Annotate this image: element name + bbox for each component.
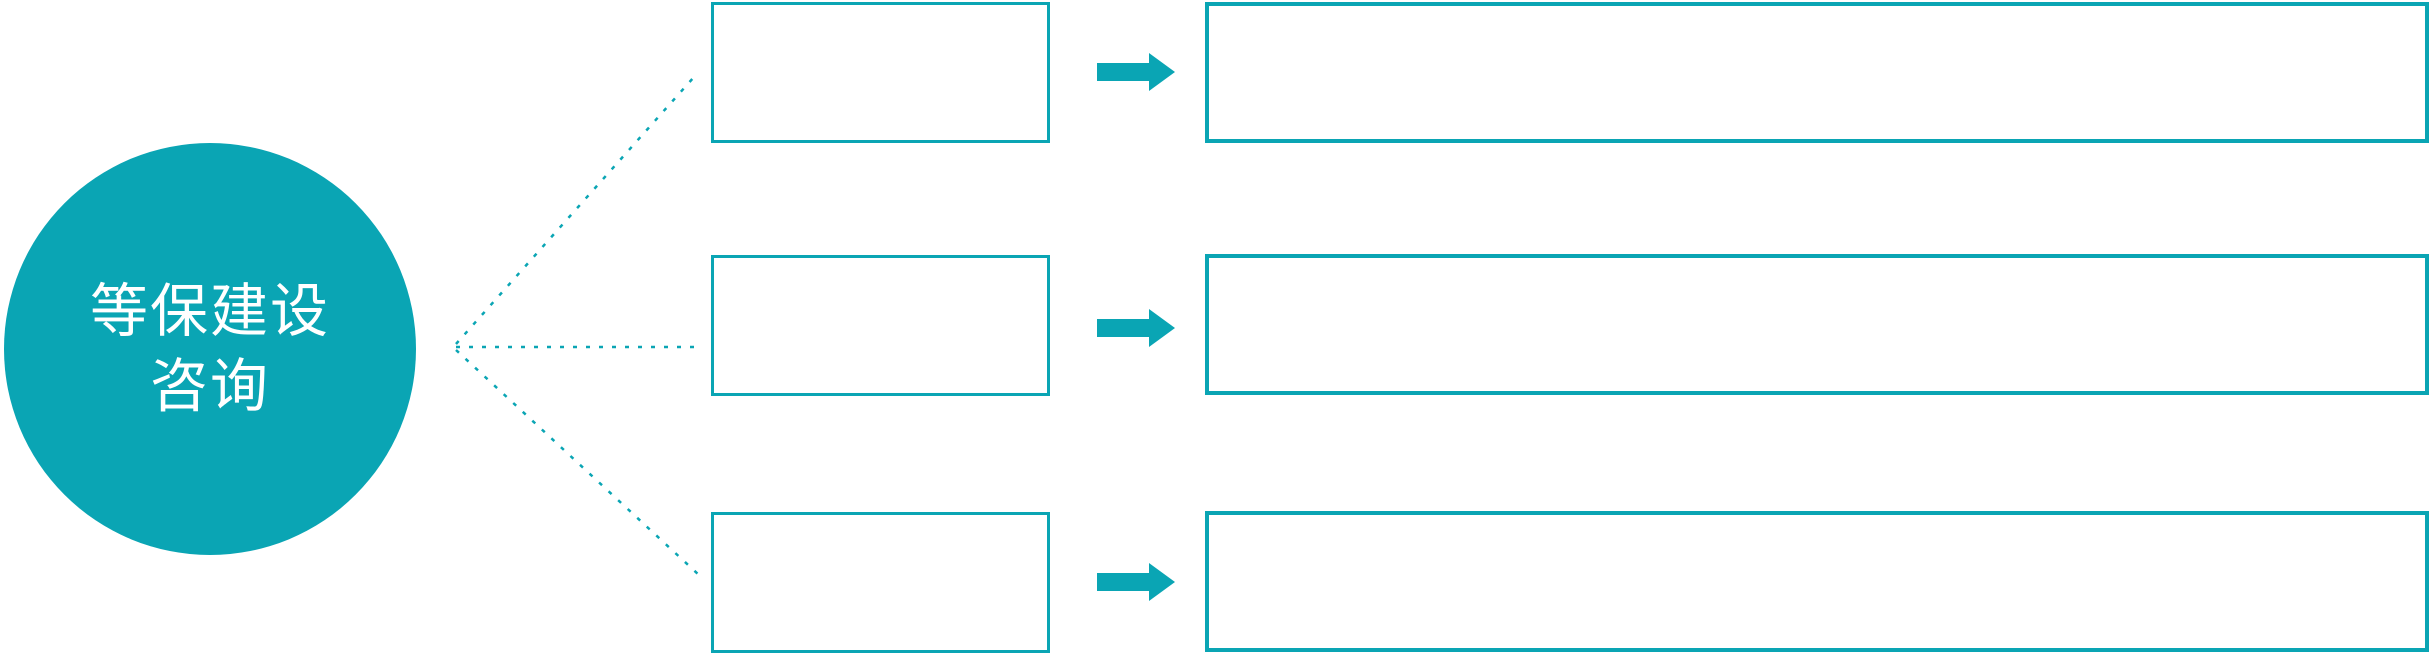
topic-circle-label-line1: 等保建设 <box>89 276 330 345</box>
arrow-right-icon <box>1097 53 1175 91</box>
detail-box-row-3 <box>1205 511 2429 652</box>
arrow-right-icon <box>1097 563 1175 601</box>
mid-box-row-1 <box>711 2 1050 143</box>
detail-box-row-2 <box>1205 254 2429 395</box>
arrow-right-icon <box>1097 309 1175 347</box>
mid-box-row-3 <box>711 512 1050 653</box>
mid-box-row-2 <box>711 255 1050 396</box>
dashed-connector-top-icon <box>455 76 695 345</box>
topic-circle: 等保建设 咨询 <box>4 143 416 555</box>
dashed-connector-bottom-icon <box>455 349 700 576</box>
topic-circle-label-line2: 咨询 <box>149 352 270 420</box>
detail-box-row-1 <box>1205 2 2429 143</box>
